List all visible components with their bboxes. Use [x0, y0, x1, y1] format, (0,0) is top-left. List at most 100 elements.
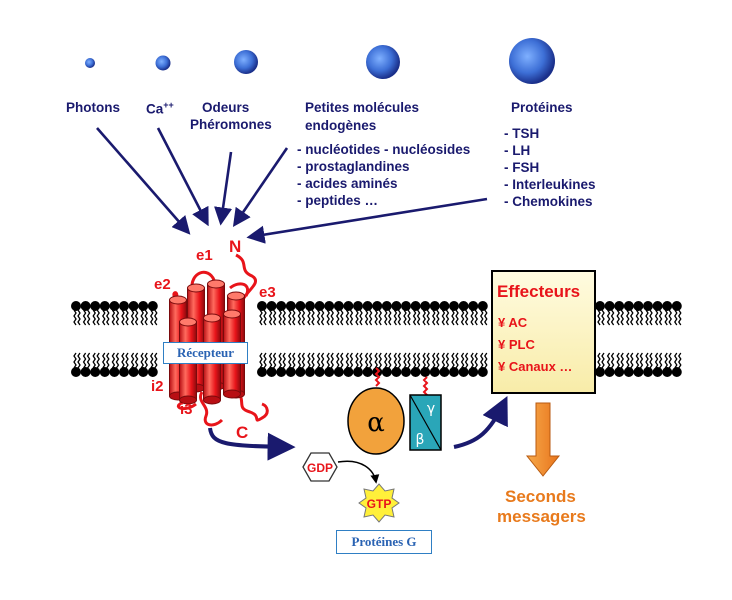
- lipid-head: [305, 301, 315, 311]
- effector-to-messagers-arrow: [525, 402, 561, 477]
- lipid-tail: [86, 352, 91, 369]
- lipid-tail: [106, 352, 110, 369]
- lipid-tail: [130, 352, 135, 369]
- receptor-helix-top: [179, 317, 197, 327]
- label-petites-item-0: - nucléotides - nucléosides: [297, 142, 471, 157]
- seconds-messagers-line-1: Seconds: [505, 487, 576, 506]
- label-calcium-symbol: Ca: [146, 101, 164, 117]
- lipid-head: [90, 301, 101, 311]
- lipid-head: [477, 367, 488, 377]
- lipid-tail: [77, 352, 81, 369]
- lipid-tail: [630, 352, 634, 369]
- lipid-tail: [630, 309, 634, 326]
- lipid-tail: [668, 352, 672, 369]
- lipid-head: [381, 301, 392, 311]
- g-alpha-subunit: [347, 387, 405, 455]
- label-petites-molecules: Petites molécules: [305, 100, 420, 115]
- lipid-head: [295, 367, 306, 377]
- lipid-head: [614, 367, 625, 377]
- lipid-tail: [368, 309, 373, 326]
- lipid-head: [381, 367, 392, 377]
- lipid-tail: [316, 352, 321, 369]
- lipid-tail: [150, 309, 154, 326]
- receptor-helix-top: [207, 279, 225, 289]
- lipid-head: [468, 301, 479, 311]
- ligand-arrows: [96, 127, 488, 244]
- lipid-head: [80, 301, 91, 311]
- label-calcium-charge: ++: [163, 100, 174, 110]
- label-pheromones: Phéromones: [190, 117, 272, 132]
- lipid-tail: [102, 352, 106, 369]
- lipid-tail: [474, 309, 478, 326]
- gprotein-to-effector-arrow: [453, 395, 508, 449]
- seconds-messagers-line-2: messagers: [497, 507, 586, 526]
- lipid-tail: [121, 352, 125, 369]
- lipid-tail: [297, 309, 302, 326]
- lipid-tail: [412, 309, 417, 326]
- lipid-tail: [616, 352, 620, 369]
- lipid-tail: [336, 352, 340, 369]
- lipid-tail: [96, 309, 100, 326]
- lipid-tail: [635, 309, 640, 326]
- lipid-tail: [451, 352, 455, 369]
- lipid-tail: [345, 352, 350, 369]
- lipid-tail: [470, 352, 474, 369]
- photon-sphere: [85, 58, 95, 68]
- lipid-tail: [658, 309, 663, 326]
- lipid-head: [109, 301, 120, 311]
- lipid-head: [147, 301, 158, 311]
- lipid-tail: [678, 352, 682, 369]
- lipid-tail: [426, 309, 430, 326]
- lipid-tail: [106, 309, 110, 326]
- lipid-head: [468, 367, 479, 377]
- lipid-tail: [658, 352, 663, 369]
- lipid-tail: [426, 352, 430, 369]
- lipid-tail: [455, 352, 459, 369]
- lipid-tail: [649, 352, 653, 369]
- lipid-tail: [140, 309, 144, 326]
- g-alpha-label: α: [367, 408, 385, 438]
- lipid-tail: [259, 309, 263, 326]
- lipid-tail: [125, 352, 129, 369]
- lipid-tail: [597, 309, 601, 326]
- lipid-tail: [125, 309, 129, 326]
- lipid-head: [643, 367, 653, 377]
- lipid-tail: [82, 309, 87, 326]
- lipid-tail: [326, 309, 330, 326]
- arrow-petites: [232, 147, 289, 228]
- lipid-tail: [278, 309, 282, 326]
- membrane: [71, 301, 682, 377]
- lipid-head: [362, 301, 373, 311]
- lipid-head: [99, 301, 110, 311]
- lipid-head: [80, 367, 91, 377]
- lipid-tail: [639, 352, 644, 369]
- lipid-tail: [601, 309, 605, 326]
- lipid-head: [652, 367, 663, 377]
- lipid-tail: [364, 352, 369, 369]
- lipid-tail: [96, 352, 100, 369]
- lipid-tail: [154, 309, 158, 326]
- lipid-head: [276, 367, 287, 377]
- label-loop-e2: e2: [154, 276, 171, 293]
- lipid-head: [353, 367, 363, 377]
- lipid-tail: [154, 352, 158, 369]
- lipid-tail: [668, 309, 672, 326]
- lipid-tail: [378, 352, 382, 369]
- effecteur-item-1: ¥ PLC: [498, 337, 535, 352]
- lipid-head: [147, 367, 158, 377]
- lipid-tail: [664, 352, 668, 369]
- lipid-tail: [272, 352, 277, 369]
- label-proteines-item-3: - Interleukines: [504, 177, 596, 192]
- lipid-head: [119, 301, 129, 311]
- lipid-tail: [407, 309, 411, 326]
- label-odeurs: Odeurs: [202, 100, 250, 115]
- label-petites-item-2: - acides aminés: [297, 176, 398, 191]
- lipid-tail: [278, 352, 282, 369]
- lipid-head: [614, 301, 625, 311]
- lipid-tail: [263, 309, 267, 326]
- lipid-tail: [92, 352, 96, 369]
- lipid-head: [458, 367, 469, 377]
- lipid-tail: [378, 309, 382, 326]
- lipid-tail: [301, 309, 306, 326]
